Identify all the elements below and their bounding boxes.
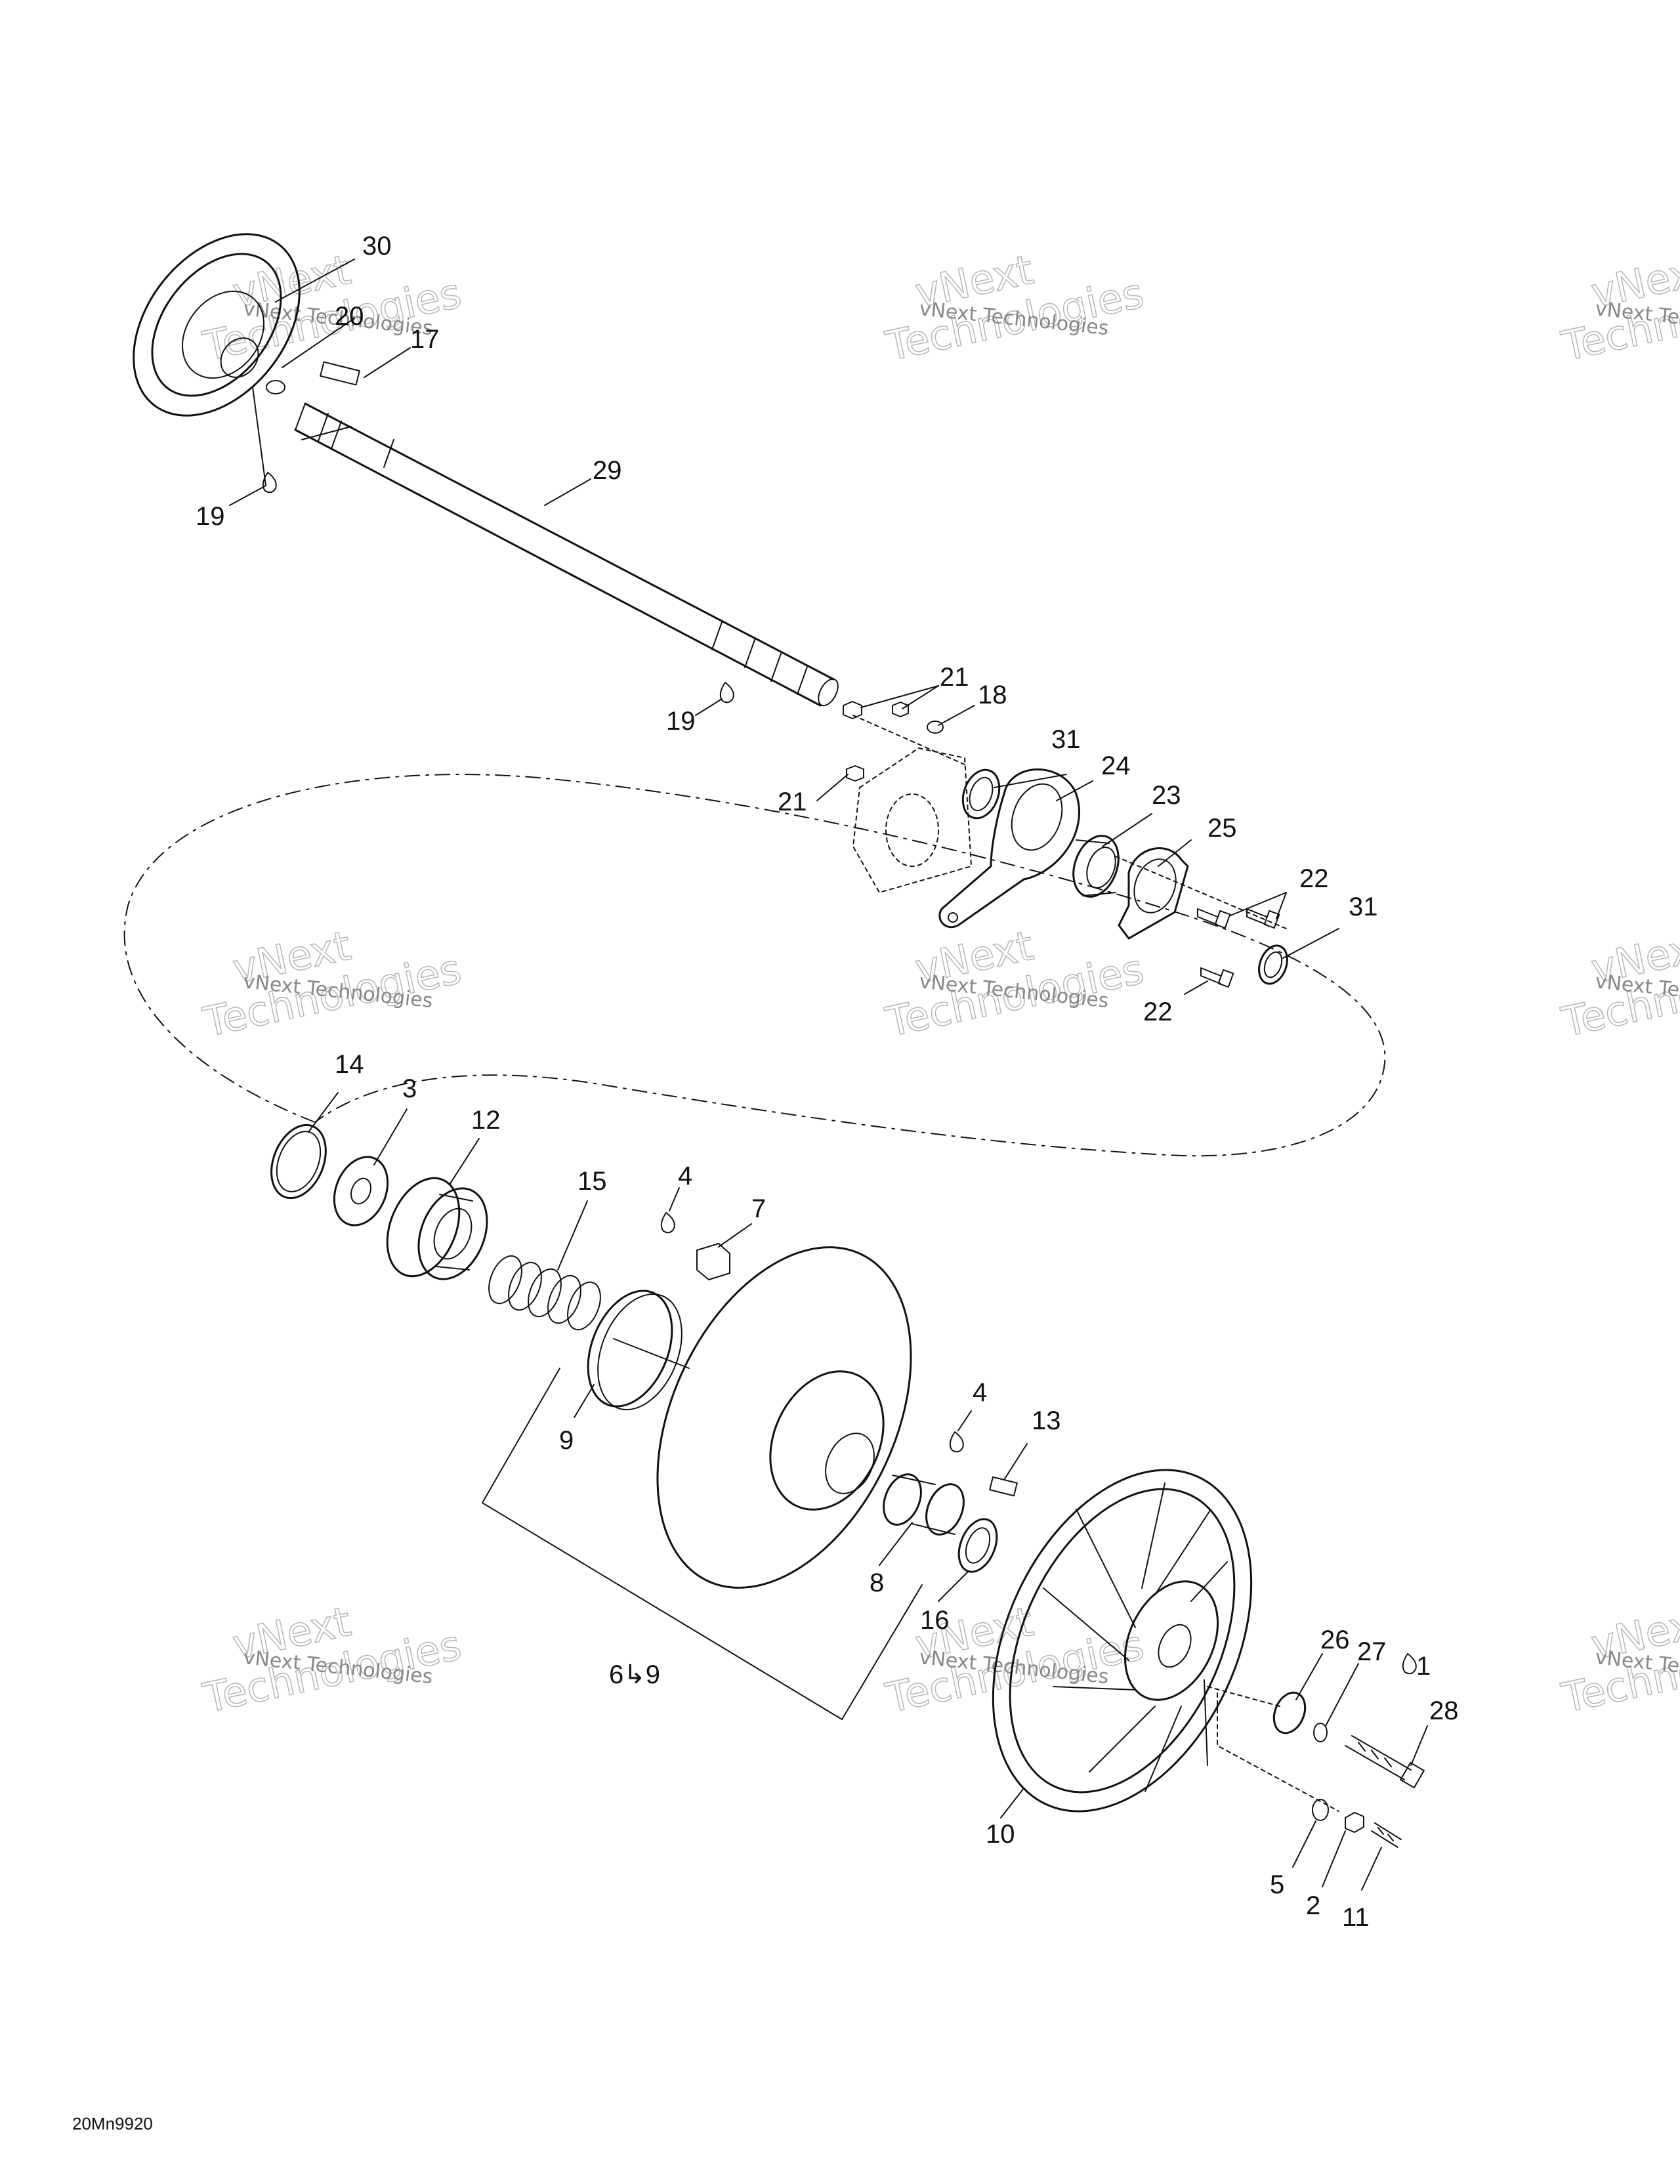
callout-24: 24 bbox=[1101, 751, 1131, 780]
callout-13: 13 bbox=[1032, 1406, 1061, 1435]
callout-3: 3 bbox=[402, 1074, 417, 1103]
callout-8: 8 bbox=[870, 1568, 884, 1597]
callout-18: 18 bbox=[978, 681, 1007, 709]
callout-21-upper: 21 bbox=[940, 663, 969, 692]
bearing-housing-25 bbox=[1118, 847, 1189, 940]
callout-11: 11 bbox=[1342, 1903, 1370, 1932]
callout-17: 17 bbox=[410, 325, 440, 354]
document-id: 20Mn9920 bbox=[72, 2114, 153, 2133]
callout-15: 15 bbox=[578, 1167, 607, 1196]
callout-5: 5 bbox=[1270, 1870, 1284, 1899]
drop-1 bbox=[1402, 1653, 1417, 1675]
callout-31-upper: 31 bbox=[1051, 725, 1081, 754]
nut-20 bbox=[266, 380, 285, 394]
seal-31-upper bbox=[961, 768, 1001, 820]
watermark-5: vNext Technologies bbox=[881, 921, 1148, 1047]
key-13 bbox=[989, 1476, 1018, 1497]
assembly-axis-lower-b bbox=[1217, 1692, 1339, 1812]
assembly-axis-upper bbox=[1115, 856, 1287, 929]
callout-2: 2 bbox=[1306, 1891, 1320, 1920]
drop-19-upper bbox=[262, 472, 277, 494]
sliding-sheave-6-9 bbox=[656, 1246, 912, 1589]
screw-11 bbox=[1371, 1822, 1402, 1848]
bolt-22-b bbox=[1246, 908, 1280, 929]
callout-6-9: 6↳9 bbox=[609, 1660, 660, 1689]
washer-18 bbox=[927, 721, 944, 734]
washer-27 bbox=[1313, 1723, 1328, 1742]
callout-10: 10 bbox=[986, 1820, 1015, 1849]
callout-4-upper: 4 bbox=[678, 1162, 692, 1190]
callout-7: 7 bbox=[751, 1194, 766, 1223]
callout-30: 30 bbox=[362, 232, 392, 261]
callout-14: 14 bbox=[335, 1050, 364, 1079]
callout-27: 27 bbox=[1357, 1637, 1387, 1666]
callout-28: 28 bbox=[1429, 1696, 1459, 1725]
bushing-8 bbox=[883, 1473, 965, 1536]
watermark-4: vNext Technologies bbox=[198, 921, 465, 1047]
drop-19-lower bbox=[719, 682, 734, 704]
callout-12: 12 bbox=[471, 1106, 501, 1135]
nut-2 bbox=[1345, 1812, 1364, 1833]
callout-20: 20 bbox=[335, 302, 364, 331]
cam-12 bbox=[386, 1177, 488, 1280]
callout-25: 25 bbox=[1208, 814, 1237, 843]
bearing-23 bbox=[1072, 835, 1120, 898]
callout-29: 29 bbox=[593, 456, 622, 485]
callout-19-lower: 19 bbox=[666, 707, 696, 736]
leader-lines bbox=[229, 259, 1428, 1891]
spring-15 bbox=[488, 1255, 601, 1331]
callout-9: 9 bbox=[559, 1426, 574, 1455]
nut-21-a bbox=[843, 701, 862, 719]
watermark-3: vNext Technologies bbox=[1557, 245, 1680, 371]
washer-3 bbox=[333, 1156, 389, 1227]
callout-19-upper: 19 bbox=[196, 502, 225, 531]
callout-1: 1 bbox=[1416, 1652, 1431, 1681]
key-17 bbox=[320, 361, 360, 386]
drop-4-upper bbox=[660, 1212, 675, 1234]
bracket-6-9 bbox=[482, 1368, 923, 1720]
slider-7 bbox=[696, 1243, 730, 1280]
assembly-axis-lower-a bbox=[1207, 1686, 1280, 1707]
seal-31-lower bbox=[1258, 944, 1288, 985]
callout-22-upper: 22 bbox=[1299, 864, 1329, 893]
drop-4-lower bbox=[949, 1431, 964, 1453]
bolt-28 bbox=[1345, 1735, 1425, 1788]
callout-21-lower: 21 bbox=[778, 788, 807, 816]
center-axis-lower bbox=[613, 1338, 690, 1369]
callout-22-lower: 22 bbox=[1143, 998, 1173, 1026]
lockwasher-5 bbox=[1312, 1799, 1329, 1821]
fixed-sheave-30 bbox=[133, 233, 301, 417]
callout-4-lower: 4 bbox=[973, 1378, 987, 1407]
nut-21-b bbox=[892, 702, 909, 717]
callout-31-lower: 31 bbox=[1349, 892, 1378, 921]
bolt-22-c bbox=[1200, 967, 1234, 988]
driven-shaft-29 bbox=[294, 402, 839, 707]
support-plate-dotted bbox=[852, 715, 972, 893]
callout-16: 16 bbox=[920, 1606, 950, 1635]
washer-26 bbox=[1272, 1691, 1307, 1734]
circlip-14 bbox=[270, 1124, 327, 1200]
ring-9 bbox=[587, 1290, 682, 1411]
watermark-2: vNext Technologies bbox=[881, 245, 1148, 371]
callouts: 30 20 17 19 29 19 21 18 21 31 24 23 25 2… bbox=[196, 232, 1459, 1932]
callout-23: 23 bbox=[1152, 781, 1181, 810]
washer-16 bbox=[957, 1518, 998, 1573]
callout-26: 26 bbox=[1320, 1626, 1350, 1654]
drive-belt-outline bbox=[123, 774, 1386, 1157]
nut-21-c bbox=[846, 765, 864, 782]
bearing-plate-24 bbox=[938, 768, 1080, 929]
watermarks: vNext Technologies vNext Technologies vN… bbox=[198, 245, 1680, 1723]
fixed-sheave-10 bbox=[992, 1469, 1253, 1813]
bolt-22-a bbox=[1197, 908, 1231, 929]
watermark-7: vNext Technologies bbox=[198, 1597, 465, 1723]
